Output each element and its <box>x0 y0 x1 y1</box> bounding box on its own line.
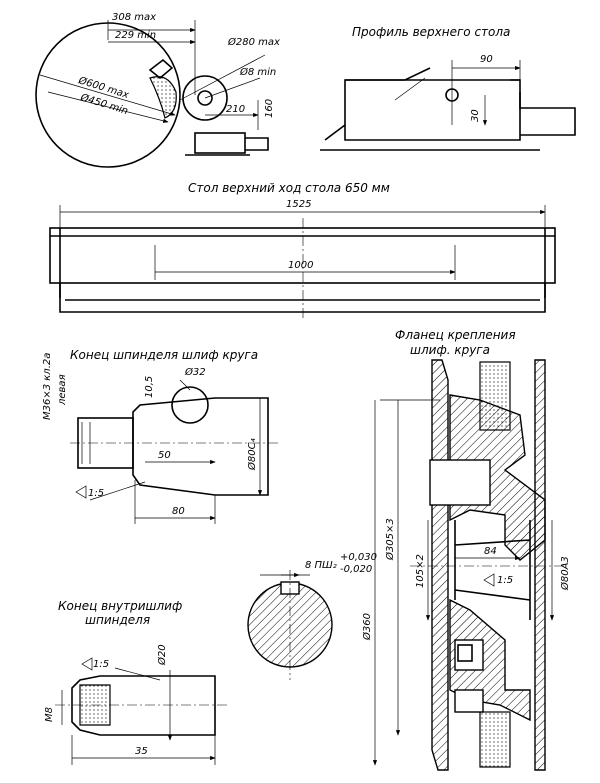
dim-thread-left: левая <box>57 374 68 406</box>
upper-table-elevation: 1525 1000 <box>49 199 556 320</box>
dim-160: 160 <box>264 99 275 118</box>
dim-m8: М8 <box>44 707 55 722</box>
dim-305: Ø305×3 <box>384 518 396 561</box>
dim-80c4: Ø80С₄ <box>246 438 258 471</box>
spindle-head-block <box>194 132 246 154</box>
flange-section-view: Ø305×3 105×2 84 1:5 Ø80А3 Ø360 <box>361 359 571 771</box>
dim-105: 105×2 <box>415 554 426 588</box>
dim-84: 84 <box>484 546 497 557</box>
dim-taper-1-5: 1:5 <box>88 488 104 499</box>
dim-30: 30 <box>470 109 481 122</box>
dim-10-5: 10,5 <box>144 376 155 398</box>
dim-1000: 1000 <box>288 260 313 271</box>
dim-int-taper: 1:5 <box>93 659 109 670</box>
title-internal-spindle-2: шпинделя <box>85 613 150 627</box>
dim-80: 80 <box>172 506 185 517</box>
keyway-section: 8 ПШ₂ +0,030 -0,020 <box>247 552 377 680</box>
wheel-segment <box>149 76 177 119</box>
dim-280: Ø280 max <box>227 36 280 48</box>
title-upper-table-profile: Профиль верхнего стола <box>352 25 510 39</box>
dim-key-tol-lower: -0,020 <box>340 564 372 575</box>
dim-90: 90 <box>480 54 493 65</box>
dim-thread: М36×3 кл.2а <box>42 353 53 420</box>
title-upper-table-travel: Стол верхний ход стола 650 мм <box>188 181 390 195</box>
dim-key-tol-upper: +0,030 <box>340 552 377 563</box>
dim-35: 35 <box>135 746 148 757</box>
internal-spindle-view: 1:5 Ø20 М8 35 <box>44 644 230 765</box>
dim-32: Ø32 <box>184 366 206 378</box>
dim-8: Ø8 min <box>239 66 276 78</box>
dim-50: 50 <box>158 450 171 461</box>
title-spindle-end: Конец шпинделя шлиф круга <box>70 348 258 362</box>
dim-308: 308 max <box>112 12 156 23</box>
dim-20: Ø20 <box>156 644 168 666</box>
dim-flange-taper: 1:5 <box>497 575 513 586</box>
wheel-guard <box>148 58 174 80</box>
dim-229: 229 min <box>115 30 156 41</box>
dim-210: 210 <box>226 104 245 115</box>
dim-1525: 1525 <box>286 199 311 210</box>
dim-360: Ø360 <box>361 613 373 641</box>
dim-key: 8 ПШ₂ <box>305 560 337 571</box>
upper-table-profile-view: 90 30 <box>320 54 576 151</box>
title-internal-spindle: Конец внутришлиф <box>58 599 182 613</box>
flange-circle <box>182 75 228 121</box>
spindle-end-view: М36×3 кл.2а левая Ø32 10,5 50 Ø80С₄ 1:5 … <box>42 353 280 524</box>
title-flange: Фланец крепления <box>395 328 516 342</box>
title-flange-2: шлиф. круга <box>410 343 490 357</box>
dim-80a3: Ø80А3 <box>559 556 571 591</box>
wheel-plan-view: 308 max 229 min Ø600 max Ø450 min Ø280 m… <box>35 12 280 168</box>
